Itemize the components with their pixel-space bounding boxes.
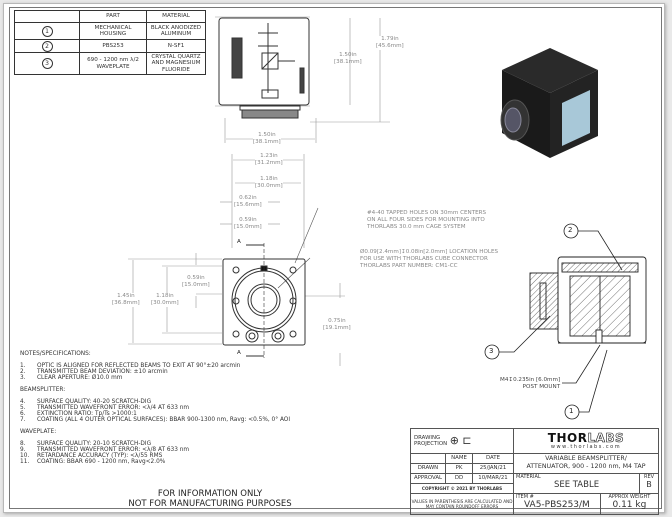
dim-top-total-height: 1.79in[45.6mm] [376, 36, 404, 50]
dim-059: 0.59in[15.0mm] [234, 217, 262, 230]
drawing-sheet: PART MATERIAL 1 MECHANICAL HOUSING BLACK… [3, 3, 665, 516]
drawn-date: 25/JAN/21 [472, 462, 514, 474]
note-item: 8.SURFACE QUALITY: 20-10 SCRATCH-DIG [20, 441, 152, 447]
approval-date: 10/MAR/21 [472, 472, 514, 484]
post-mount-note: M4↧0.235in [6.0mm]POST MOUNT [500, 377, 561, 390]
projection-label: DRAWING PROJECTION [414, 434, 448, 447]
note-item: 4.SURFACE QUALITY: 40-20 SCRATCH-DIG [20, 399, 152, 405]
note-item: 7.COATING (ALL 4 OUTER OPTICAL SURFACES)… [20, 417, 291, 423]
section-label-bottom: A [237, 350, 241, 356]
website: www.thorlabs.com [550, 443, 622, 450]
balloon-label-3: 3 [489, 347, 494, 355]
balloon-label-2: 2 [568, 226, 573, 234]
projection-symbol-icon: ⊕ ⊏ [449, 434, 472, 448]
technical-drawing [128, 16, 647, 420]
rev-label: REV [643, 473, 655, 480]
section-label-top: A [237, 239, 241, 245]
dim-front-059: 0.59in[15.0mm] [182, 275, 210, 288]
note-item: 10.RETARDANCE ACCURACY (TYP): <λ/55 RMS [20, 453, 163, 459]
front-view [222, 243, 306, 358]
parts-row: 3 690 - 1200 nm λ/2 WAVEPLATE CRYSTAL QU… [14, 52, 206, 75]
weight-label: APPROX WEIGHT [608, 493, 651, 500]
copyright: COPYRIGHT © 2021 BY THORLABS [410, 482, 514, 494]
notes-specifications: NOTES/SPECIFICATIONS: 1.OPTIC IS ALIGNED… [20, 351, 290, 465]
material-value: SEE TABLE [553, 479, 600, 490]
balloon-1: 1 [41, 25, 53, 37]
dimension-lines [128, 16, 390, 366]
title-block: DRAWING PROJECTION ⊕ ⊏ THORLABS www.thor… [410, 428, 659, 516]
date-header: DATE [472, 452, 514, 464]
note-item: 9.TRANSMITTED WAVEFRONT ERROR: <λ/8 AT 6… [20, 447, 190, 453]
parts-row: 2 PBS253 N-SF1 [14, 39, 206, 53]
balloon-label-1: 1 [569, 407, 574, 415]
drawn-name: PK [445, 462, 473, 474]
part-material: CRYSTAL QUARTZ AND MAGNESIUM FLUORIDE [146, 52, 206, 75]
waveplate-title: WAVEPLATE: [20, 429, 57, 435]
dim-front-inner-height: 1.18in[30.0mm] [151, 293, 179, 307]
values-note: VALUES IN PARENTHESIS ARE CALCULATED AND… [410, 492, 514, 516]
part-name: 690 - 1200 nm λ/2 WAVEPLATE [79, 52, 147, 75]
note-item: 2.TRANSMITTED BEAM DEVIATION: ±10 arcmin [20, 369, 168, 375]
thorlabs-logo: THORLABS [547, 430, 625, 445]
note-item: 6.EXTINCTION RATIO: Tp/Ts >1000:1 [20, 411, 137, 417]
dim-top-width: 1.50in[38.1mm] [253, 132, 281, 146]
weight-value: 0.11 kg [612, 499, 647, 510]
description-line-2: ATTENUATOR, 900 - 1200 nm, M4 TAP [526, 463, 646, 471]
material-label: MATERIAL [516, 473, 541, 480]
dim-front-075: 0.75in[19.1mm] [323, 318, 351, 331]
item-value: VA5-PBS253/M [523, 499, 590, 510]
beamsplitter-title: BEAMSPLITTER: [20, 387, 66, 393]
dim-118: 1.18in[30.0mm] [255, 176, 283, 190]
approval-label: APPROVAL [410, 472, 446, 484]
item-label: ITEM # [516, 493, 534, 500]
notes-title: NOTES/SPECIFICATIONS: [20, 351, 91, 357]
dim-front-height: 1.45in[36.8mm] [112, 293, 140, 307]
dim-062: 0.62in[15.6mm] [234, 195, 262, 208]
parts-table: PART MATERIAL 1 MECHANICAL HOUSING BLACK… [14, 10, 206, 75]
approval-name: DD [445, 472, 473, 484]
note-item: 5.TRANSMITTED WAVEFRONT ERROR: <λ/4 AT 6… [20, 405, 190, 411]
note-item: 11.COATING: BBAR 690 - 1200 nm, Ravg<2.0… [20, 459, 166, 465]
drawn-label: DRAWN [410, 462, 446, 474]
balloon-3: 3 [41, 58, 53, 69]
balloon-2: 2 [41, 40, 53, 52]
note-item: 3.CLEAR APERTURE: Ø10.0 mm [20, 375, 123, 381]
section-balloons [484, 223, 623, 420]
section-view [529, 256, 647, 344]
note-item: 1.OPTIC IS ALIGNED FOR REFLECTED BEAMS T… [20, 363, 241, 369]
parts-row: 1 MECHANICAL HOUSING BLACK ANODIZED ALUM… [14, 22, 206, 40]
drawing-frame: PART MATERIAL 1 MECHANICAL HOUSING BLACK… [9, 7, 662, 509]
name-header: NAME [445, 452, 473, 464]
isometric-render [500, 48, 598, 158]
location-holes-note: Ø0.09[2.4mm]↧0.08in[2.0mm] LOCATION HOLE… [360, 249, 499, 269]
rev-value: B [646, 479, 652, 489]
description-line-1: VARIABLE BEAMSPLITTER/ [545, 455, 627, 463]
top-view [218, 17, 310, 119]
dim-123: 1.23in[31.2mm] [255, 153, 283, 167]
dim-top-height: 1.50in[38.1mm] [334, 52, 362, 65]
